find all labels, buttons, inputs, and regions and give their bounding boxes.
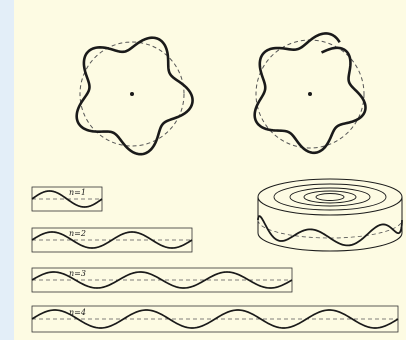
ring-inner-3 — [304, 191, 356, 203]
closed-orbit-nucleus — [130, 92, 134, 96]
mode-strip-n2: n=2 — [32, 228, 192, 252]
mode-label: n=4 — [69, 308, 86, 317]
mode-label: n=3 — [69, 269, 86, 278]
standing-wave-figure: n=1 n=2 n=3 n=4 — [14, 0, 406, 340]
closed-orbit-diagram — [77, 38, 193, 155]
open-orbit-diagram — [255, 33, 366, 152]
mode-strip-n1: n=1 — [32, 187, 102, 211]
ring-wave — [258, 216, 402, 245]
ring-bottom-rim — [258, 233, 402, 251]
figure-page: n=1 n=2 n=3 n=4 — [14, 0, 406, 340]
ring-inner-4 — [316, 194, 344, 201]
mode-label: n=1 — [69, 188, 86, 197]
open-orbit-nucleus — [308, 92, 312, 96]
ring-model — [258, 179, 402, 251]
ring-dashed-band — [258, 220, 402, 238]
mode-strip-n4: n=4 — [32, 306, 398, 332]
mode-strips: n=1 n=2 n=3 n=4 — [32, 187, 398, 332]
closed-orbit-wave — [77, 38, 193, 155]
mode-strip-n3: n=3 — [32, 268, 292, 292]
mode-label: n=2 — [69, 229, 86, 238]
